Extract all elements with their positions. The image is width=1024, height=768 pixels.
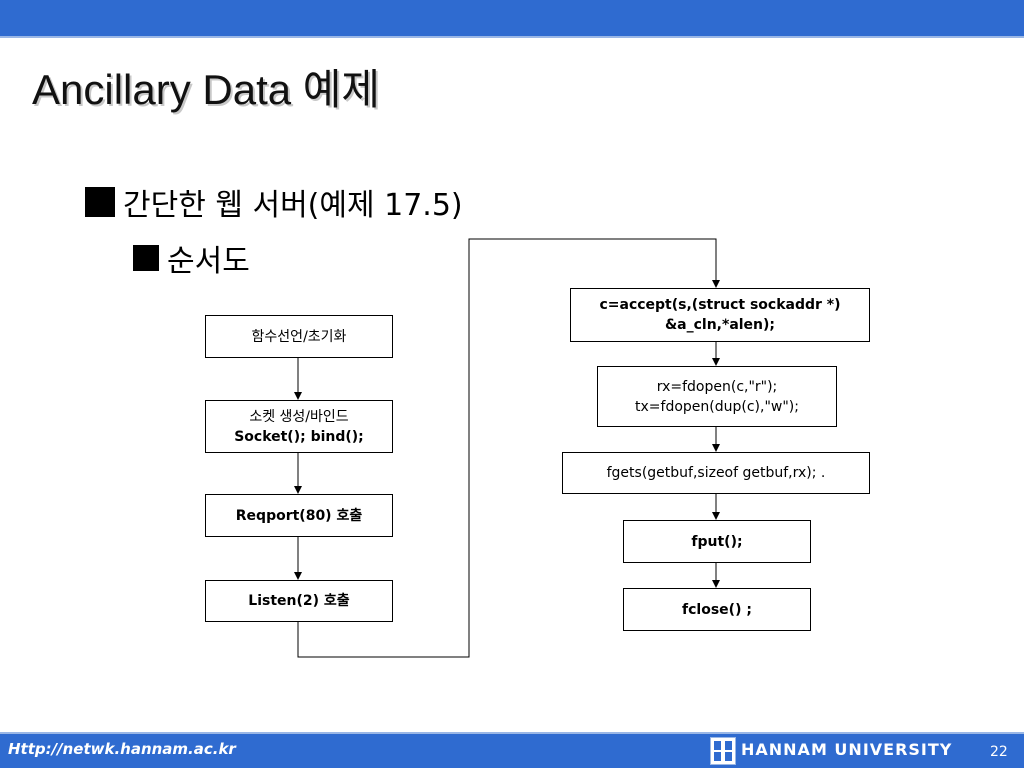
flow-node-reqport: Reqport(80) 호출 <box>205 494 393 537</box>
logo-emblem-icon <box>714 741 732 761</box>
flow-node-socket-bind: 소켓 생성/바인드 Socket(); bind(); <box>205 400 393 453</box>
top-banner-bar <box>0 0 1024 36</box>
flow-node-init: 함수선언/초기화 <box>205 315 393 358</box>
square-bullet-icon <box>85 187 115 217</box>
bullet-text: 순서도 <box>167 244 250 279</box>
flow-node-fclose: fclose() ; <box>623 588 811 631</box>
flow-node-accept: c=accept(s,(struct sockaddr *) &a_cln,*a… <box>570 288 870 342</box>
university-logo-icon <box>710 737 736 765</box>
flow-node-fgets: fgets(getbuf,sizeof getbuf,rx); . <box>562 452 870 494</box>
node-line: fgets(getbuf,sizeof getbuf,rx); . <box>606 465 826 481</box>
bullet-text: 간단한 웹 서버(예제 17.5) <box>123 188 463 223</box>
footer-accent-line <box>0 732 1024 734</box>
node-line: fput(); <box>691 533 743 550</box>
node-line: fclose() ; <box>682 601 752 618</box>
loop-connector <box>297 238 720 658</box>
bullet-item-level-2: 순서도 <box>133 236 250 280</box>
bullet-item-level-1: 간단한 웹 서버(예제 17.5) <box>85 180 463 224</box>
footer-url-link[interactable]: Http://netwk.hannam.ac.kr <box>8 740 236 758</box>
university-name: HANNAM UNIVERSITY <box>741 740 953 759</box>
node-line: Listen(2) 호출 <box>248 593 350 609</box>
square-bullet-icon <box>133 245 159 271</box>
node-line: 함수선언/초기화 <box>251 328 347 345</box>
flow-node-fput: fput(); <box>623 520 811 563</box>
slide-title: Ancillary Data 예제 <box>32 66 381 113</box>
node-line: &a_cln,*alen); <box>664 317 776 333</box>
node-line: tx=fdopen(dup(c),"w"); <box>635 398 799 415</box>
node-line: Socket(); bind(); <box>234 428 364 445</box>
node-line: rx=fdopen(c,"r"); <box>656 378 778 395</box>
footer-bar <box>0 734 1024 768</box>
flow-node-fdopen: rx=fdopen(c,"r"); tx=fdopen(dup(c),"w"); <box>597 366 837 427</box>
top-banner-accent-line <box>0 36 1024 38</box>
node-line: c=accept(s,(struct sockaddr *) <box>599 297 841 313</box>
flow-node-listen: Listen(2) 호출 <box>205 580 393 622</box>
node-line: 소켓 생성/바인드 <box>249 408 349 425</box>
page-number: 22 <box>990 744 1008 760</box>
node-line: Reqport(80) 호출 <box>235 507 363 524</box>
